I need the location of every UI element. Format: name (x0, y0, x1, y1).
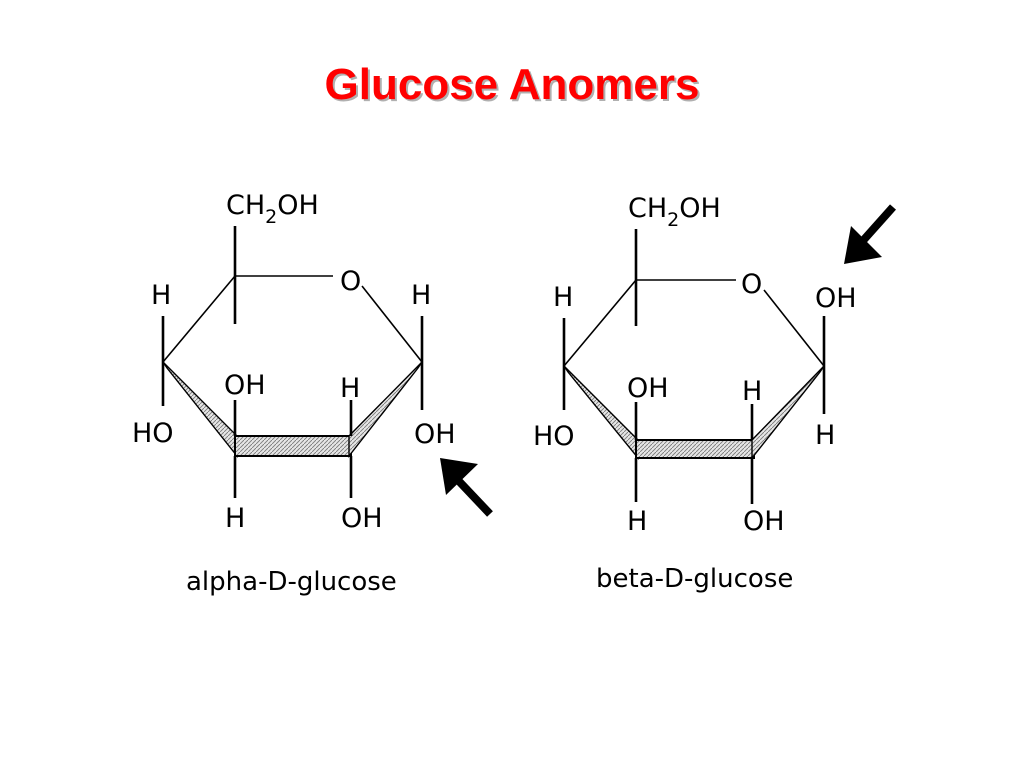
alpha-c2-oh: OH (341, 503, 383, 534)
beta-c1-bottom: H (815, 420, 835, 451)
arrow-up-left-icon (440, 458, 493, 517)
alpha-c5-h: H (151, 280, 171, 311)
alpha-c6-ch: CH (226, 190, 265, 221)
beta-c3-h: H (627, 506, 647, 537)
arrow-down-left-icon (844, 204, 896, 264)
beta-c5-h: H (553, 282, 573, 313)
alpha-c1-bottom: OH (414, 419, 456, 450)
beta-right-wedge (751, 365, 825, 461)
beta-c6-oh: OH (679, 193, 721, 224)
beta-c2-oh: OH (743, 506, 785, 537)
alpha-c6-oh: OH (277, 190, 319, 221)
alpha-o-c1-bond (361, 285, 423, 363)
alpha-c3-h: H (225, 503, 245, 534)
alpha-c1-top: H (411, 280, 431, 311)
beta-c6-ch: CH (628, 193, 667, 224)
alpha-c2-h: H (340, 373, 360, 404)
page-title: Glucose Anomers (324, 60, 700, 109)
beta-ring-oxygen: O (741, 269, 762, 300)
beta-c2-h: H (742, 376, 762, 407)
beta-c1-top: OH (815, 283, 857, 314)
beta-c6-sub: 2 (667, 209, 679, 231)
beta-caption: beta-D-glucose (596, 564, 793, 594)
beta-front-bond (635, 439, 755, 459)
beta-c4-c5-bond (563, 279, 637, 367)
beta-o-c1-bond (763, 289, 825, 367)
alpha-c4-ho: HO (132, 418, 174, 449)
alpha-c3-oh: OH (224, 370, 266, 401)
alpha-glucose-structure: CH2OH O H HO OH H H OH H OH alpha- (132, 190, 493, 597)
beta-glucose-structure: CH2OH O H HO OH H H OH OH H beta-D-gluco… (533, 193, 896, 594)
alpha-c6-label: CH2OH (226, 190, 319, 228)
alpha-caption: alpha-D-glucose (186, 567, 397, 597)
alpha-right-wedge (348, 361, 423, 459)
alpha-c6-sub: 2 (265, 206, 277, 228)
alpha-ring-oxygen: O (340, 266, 361, 297)
alpha-c4-c5-bond (162, 275, 236, 363)
beta-c3-oh: OH (627, 373, 669, 404)
alpha-front-bond (234, 435, 352, 457)
beta-c6-label: CH2OH (628, 193, 721, 231)
beta-c4-ho: HO (533, 421, 575, 452)
